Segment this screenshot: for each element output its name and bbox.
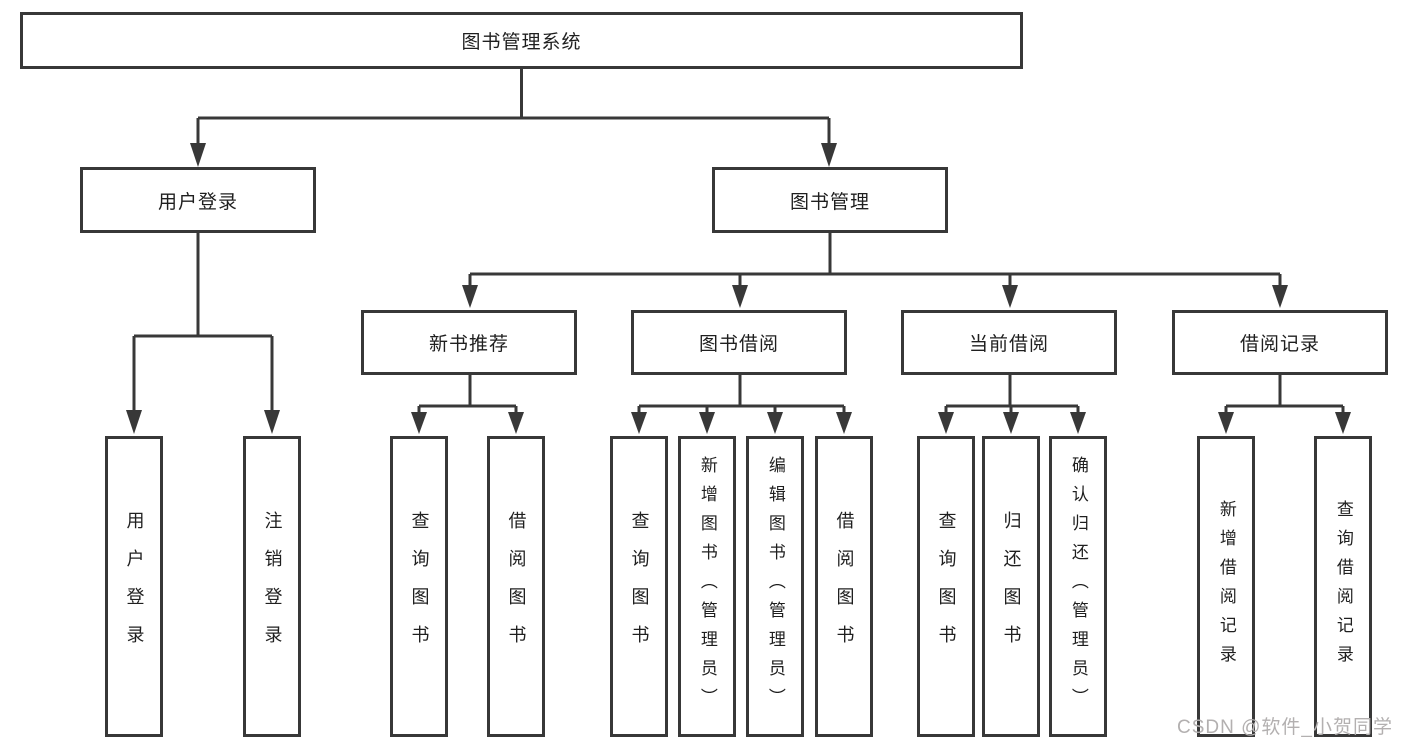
leaf-add-borrow-record: 新增借阅记录: [1197, 436, 1255, 737]
node-borrow-records: 借阅记录: [1172, 310, 1388, 375]
node-label: 用户登录: [124, 510, 145, 663]
leaf-add-book-admin: 新增图书（管理员）: [678, 436, 736, 737]
node-library-management-system: 图书管理系统: [20, 12, 1023, 69]
node-label: 注销登录: [262, 510, 283, 663]
leaf-borrow-books-recommend: 借阅图书: [487, 436, 545, 737]
node-label: 图书借阅: [698, 334, 779, 355]
node-current-borrow: 当前借阅: [901, 310, 1117, 375]
node-label: 新书推荐: [428, 334, 509, 355]
node-label: 借阅图书: [834, 510, 855, 663]
node-label: 查询图书: [936, 510, 957, 663]
node-label: 查询图书: [629, 510, 650, 663]
leaf-query-books-recommend: 查询图书: [390, 436, 448, 737]
node-label: 编辑图书（管理员）: [765, 456, 785, 717]
leaf-query-books-current: 查询图书: [917, 436, 975, 737]
node-label: 当前借阅: [968, 334, 1049, 355]
leaf-query-borrow-record: 查询借阅记录: [1314, 436, 1372, 737]
node-label: 确认归还（管理员）: [1068, 456, 1088, 717]
node-label: 新增图书（管理员）: [697, 456, 717, 717]
node-label: 归还图书: [1001, 510, 1022, 663]
leaf-query-books-borrow: 查询图书: [610, 436, 668, 737]
node-label: 用户登录: [157, 191, 238, 213]
csdn-watermark: CSDN @软件_小贺同学: [1177, 717, 1393, 738]
node-book-borrow: 图书借阅: [631, 310, 847, 375]
node-label: 查询借阅记录: [1333, 499, 1353, 674]
leaf-confirm-return-admin: 确认归还（管理员）: [1049, 436, 1107, 737]
leaf-return-book: 归还图书: [982, 436, 1040, 737]
leaf-logout: 注销登录: [243, 436, 301, 737]
leaf-user-login: 用户登录: [105, 436, 163, 737]
node-new-book-recommend: 新书推荐: [361, 310, 577, 375]
node-label: 借阅记录: [1239, 334, 1320, 355]
node-label: 新增借阅记录: [1216, 499, 1236, 674]
leaf-borrow-books: 借阅图书: [815, 436, 873, 737]
node-book-management: 图书管理: [712, 167, 948, 233]
node-label: 图书管理: [789, 191, 870, 213]
arrowheads: [126, 143, 1351, 434]
leaf-edit-book-admin: 编辑图书（管理员）: [746, 436, 804, 737]
node-user-login: 用户登录: [80, 167, 316, 233]
node-label: 查询图书: [409, 510, 430, 663]
node-label: 借阅图书: [506, 510, 527, 663]
node-label: 图书管理系统: [461, 32, 582, 53]
